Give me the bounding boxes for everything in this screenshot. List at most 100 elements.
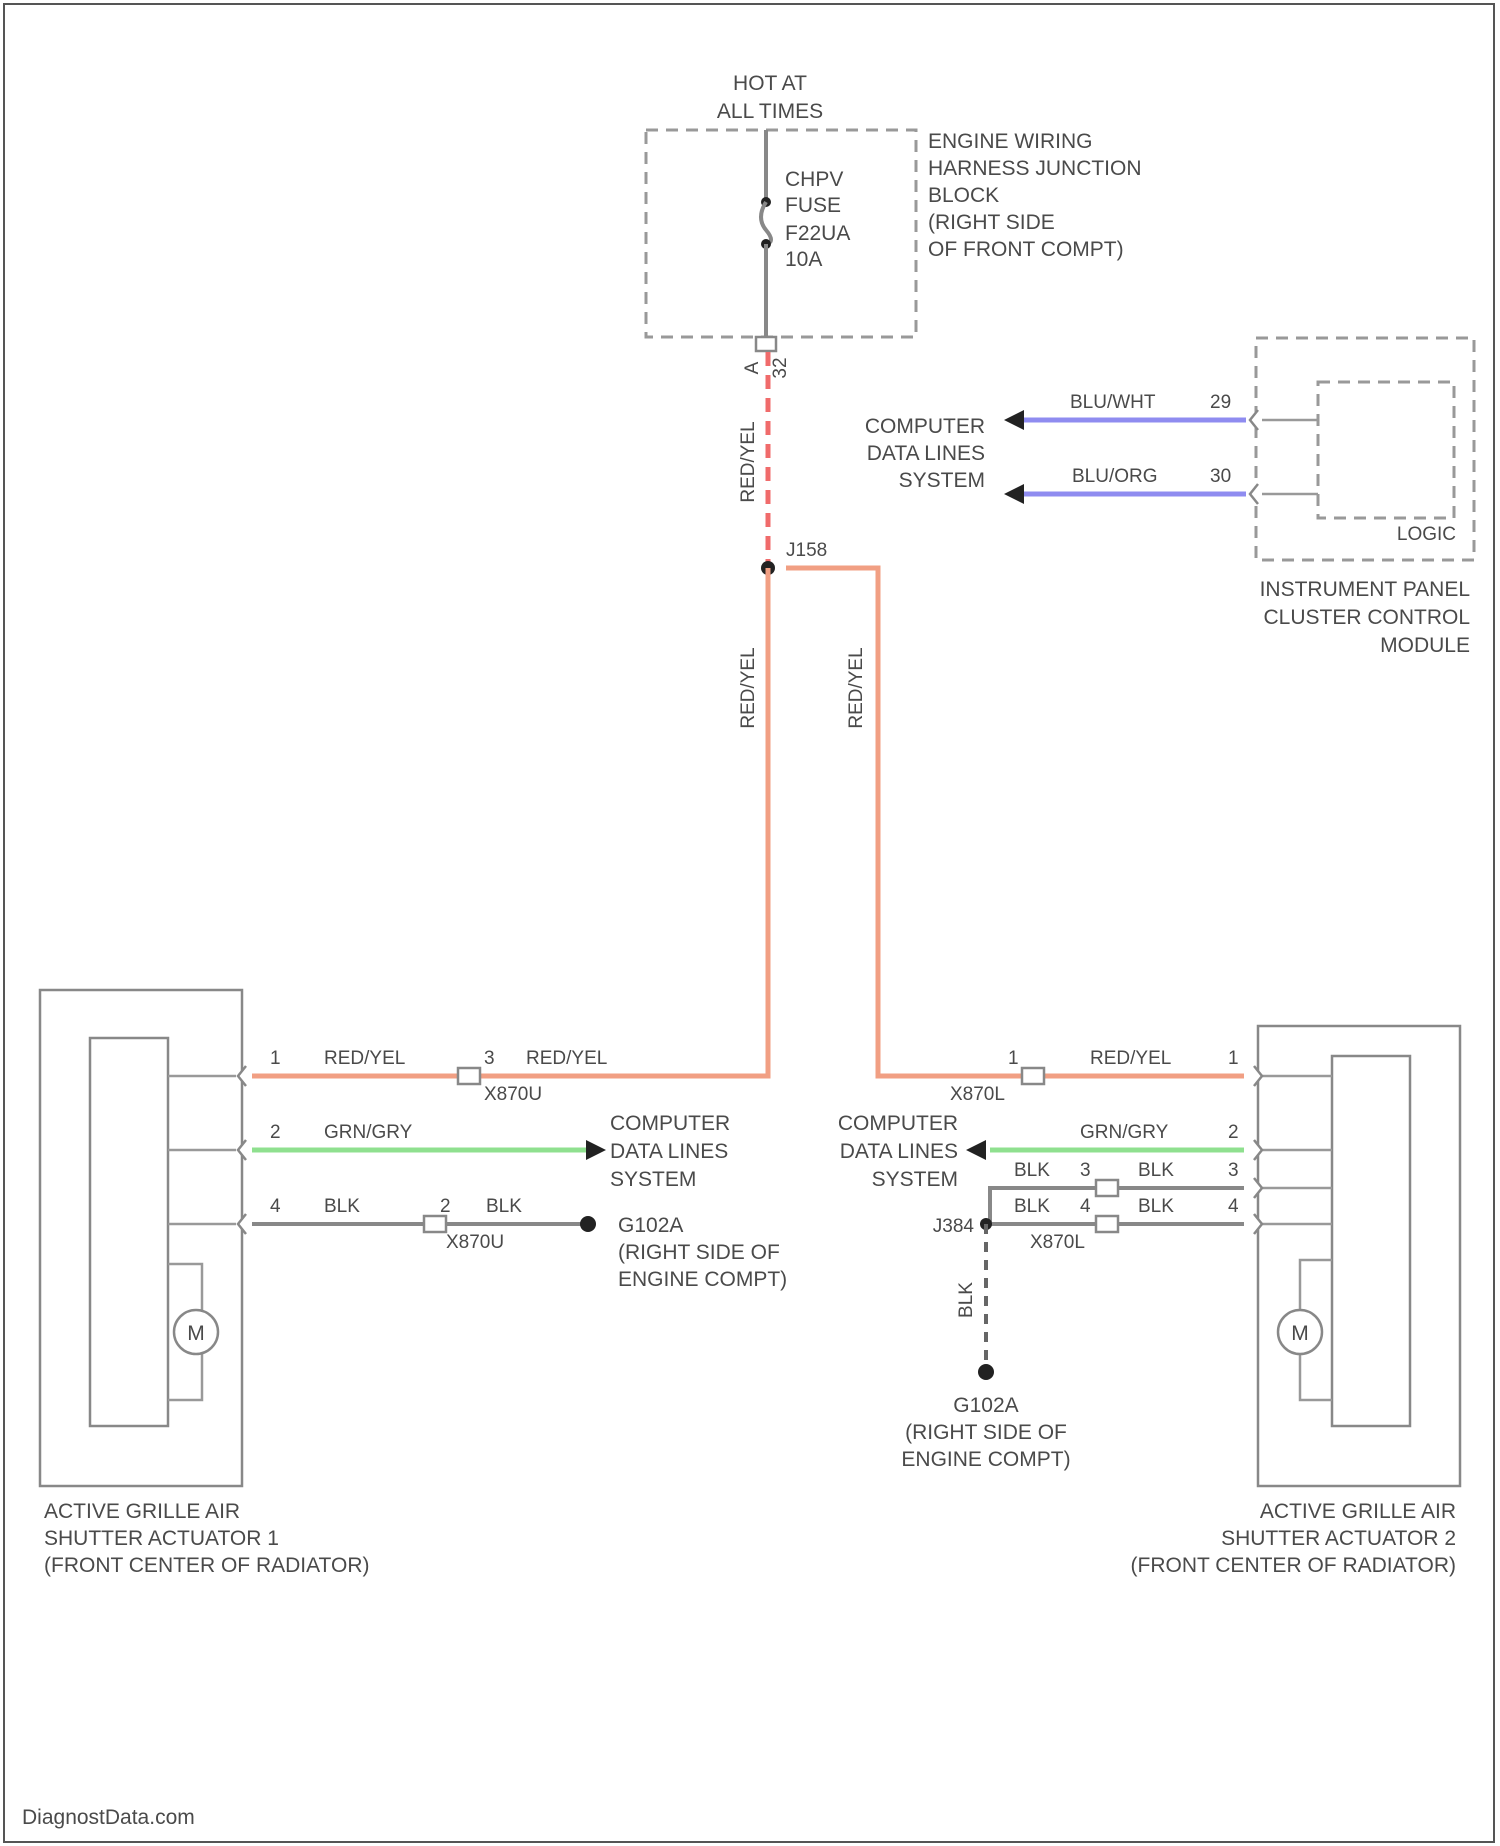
right-wire-3-color: BLK bbox=[1014, 1160, 1050, 1181]
right-data-arrow-icon bbox=[966, 1140, 986, 1160]
splice-j158-label: J158 bbox=[786, 540, 827, 561]
right-ground-line3: ENGINE COMPT) bbox=[901, 1448, 1070, 1471]
ipc-data-lines-line1: COMPUTER bbox=[865, 415, 985, 438]
engine-junction-block bbox=[646, 130, 916, 337]
left-motor-lead-2 bbox=[168, 1352, 202, 1400]
left-actuator-body bbox=[90, 1038, 168, 1426]
right-wire-3b-color: BLK bbox=[1138, 1160, 1174, 1181]
right-inline-conn2-label: X870L bbox=[1030, 1232, 1085, 1253]
right-actuator-housing bbox=[1258, 1026, 1460, 1486]
fuse-name-line3: F22UA bbox=[785, 222, 850, 245]
ipc-pin-30: 30 bbox=[1210, 466, 1231, 487]
right-ground-line2: (RIGHT SIDE OF bbox=[905, 1421, 1067, 1444]
ipc-logic-box bbox=[1318, 382, 1454, 518]
blu-org-wire-color: BLU/ORG bbox=[1072, 466, 1158, 487]
left-actuator-name-line3: (FRONT CENTER OF RADIATOR) bbox=[44, 1554, 370, 1577]
splice-j384-label: J384 bbox=[933, 1216, 975, 1237]
left-inline-connector-2 bbox=[424, 1216, 446, 1232]
ejb-connector bbox=[756, 337, 776, 351]
right-inline-connector-1 bbox=[1022, 1068, 1044, 1084]
right-motor-lead-2 bbox=[1300, 1354, 1332, 1400]
left-ground-label: G102A bbox=[618, 1214, 683, 1237]
left-pin-4: 4 bbox=[270, 1196, 281, 1217]
right-pin-2-connector bbox=[1254, 1140, 1262, 1160]
right-data-lines-line2: DATA LINES bbox=[840, 1140, 958, 1163]
ejb-pin-a: A bbox=[742, 361, 763, 374]
ipc-name-line2: CLUSTER CONTROL bbox=[1263, 606, 1470, 629]
left-inline-connector-1 bbox=[458, 1068, 480, 1084]
right-inline-pin-4: 4 bbox=[1080, 1196, 1091, 1217]
left-actuator-housing bbox=[40, 990, 242, 1486]
ipc-data-lines-line2: DATA LINES bbox=[867, 442, 985, 465]
left-pin-1-connector bbox=[238, 1066, 246, 1086]
ipc-name-line3: MODULE bbox=[1380, 634, 1470, 657]
ipc-pin-29: 29 bbox=[1210, 392, 1231, 413]
ejb-name-line4: (RIGHT SIDE bbox=[928, 211, 1055, 234]
ipc-pin-30-connector bbox=[1250, 484, 1258, 504]
ipc-logic-label: LOGIC bbox=[1397, 524, 1456, 545]
right-motor-label: M bbox=[1291, 1322, 1309, 1345]
left-pin-2-connector bbox=[238, 1140, 246, 1160]
right-motor-lead bbox=[1300, 1260, 1332, 1310]
data-arrow-upper-icon bbox=[1004, 410, 1024, 430]
ipc-data-lines-line3: SYSTEM bbox=[899, 469, 985, 492]
hot-at-label: HOT AT bbox=[733, 72, 807, 95]
left-pin-2: 2 bbox=[270, 1122, 281, 1143]
ipc-pin-29-connector bbox=[1250, 410, 1258, 430]
right-actuator-name-line1: ACTIVE GRILLE AIR bbox=[1260, 1500, 1456, 1523]
ejb-pin-32: 32 bbox=[770, 357, 791, 378]
left-wire-4-color: BLK bbox=[324, 1196, 360, 1217]
data-arrow-lower-icon bbox=[1004, 484, 1024, 504]
left-actuator-name-line2: SHUTTER ACTUATOR 1 bbox=[44, 1527, 279, 1550]
left-ground-line2: (RIGHT SIDE OF bbox=[618, 1241, 780, 1264]
watermark: DiagnostData.com bbox=[22, 1806, 195, 1829]
all-times-label: ALL TIMES bbox=[717, 100, 823, 123]
blu-wht-wire-color: BLU/WHT bbox=[1070, 392, 1156, 413]
fuse-rating: 10A bbox=[785, 248, 822, 271]
right-inline-pin-3: 3 bbox=[1080, 1160, 1091, 1181]
right-pin-3: 3 bbox=[1228, 1160, 1239, 1181]
right-ground-label: G102A bbox=[953, 1394, 1018, 1417]
ejb-name-line3: BLOCK bbox=[928, 184, 999, 207]
right-pin-3-connector bbox=[1254, 1178, 1262, 1198]
left-data-lines-line3: SYSTEM bbox=[610, 1168, 696, 1191]
main-feed-wire-color: RED/YEL bbox=[738, 421, 759, 502]
left-wire-2-color: GRN/GRY bbox=[324, 1122, 413, 1143]
right-data-lines-line1: COMPUTER bbox=[838, 1112, 958, 1135]
right-actuator-name-line3: (FRONT CENTER OF RADIATOR) bbox=[1131, 1554, 1457, 1577]
left-motor-lead bbox=[168, 1264, 202, 1312]
left-ground-g102a-icon bbox=[580, 1216, 596, 1232]
left-motor-label: M bbox=[187, 1322, 205, 1345]
right-pin-1: 1 bbox=[1228, 1048, 1239, 1069]
left-inline-pin-2: 2 bbox=[440, 1196, 451, 1217]
left-wire-4b-color: BLK bbox=[486, 1196, 522, 1217]
right-actuator-body bbox=[1332, 1056, 1410, 1426]
left-feed-wire-color: RED/YEL bbox=[738, 647, 759, 728]
right-inline-connector-3 bbox=[1096, 1180, 1118, 1196]
left-feed-wire bbox=[470, 568, 768, 1076]
right-pin-2: 2 bbox=[1228, 1122, 1239, 1143]
left-wire-1-color: RED/YEL bbox=[324, 1048, 405, 1069]
right-wire-4-color: BLK bbox=[1014, 1196, 1050, 1217]
right-ground-wire-color: BLK bbox=[956, 1282, 977, 1318]
right-inline-conn-label: X870L bbox=[950, 1084, 1005, 1105]
right-inline-pin-1: 1 bbox=[1008, 1048, 1019, 1069]
left-data-lines-line2: DATA LINES bbox=[610, 1140, 728, 1163]
left-inline-conn-label: X870U bbox=[484, 1084, 542, 1105]
ejb-name-line1: ENGINE WIRING bbox=[928, 130, 1093, 153]
right-wire-2-color: GRN/GRY bbox=[1080, 1122, 1169, 1143]
right-pin-4: 4 bbox=[1228, 1196, 1239, 1217]
fuse-icon bbox=[761, 202, 771, 244]
right-ground-g102a-icon bbox=[978, 1364, 994, 1380]
ejb-name-line5: OF FRONT COMPT) bbox=[928, 238, 1124, 261]
right-data-lines-line3: SYSTEM bbox=[872, 1168, 958, 1191]
right-pin-4-connector bbox=[1254, 1214, 1262, 1234]
right-wire-1-color: RED/YEL bbox=[1090, 1048, 1171, 1069]
left-data-lines-line1: COMPUTER bbox=[610, 1112, 730, 1135]
ejb-name-line2: HARNESS JUNCTION bbox=[928, 157, 1142, 180]
left-actuator-name-line1: ACTIVE GRILLE AIR bbox=[44, 1500, 240, 1523]
left-inline-conn2-label: X870U bbox=[446, 1232, 504, 1253]
right-actuator-name-line2: SHUTTER ACTUATOR 2 bbox=[1221, 1527, 1456, 1550]
left-pin-4-connector bbox=[238, 1214, 246, 1234]
